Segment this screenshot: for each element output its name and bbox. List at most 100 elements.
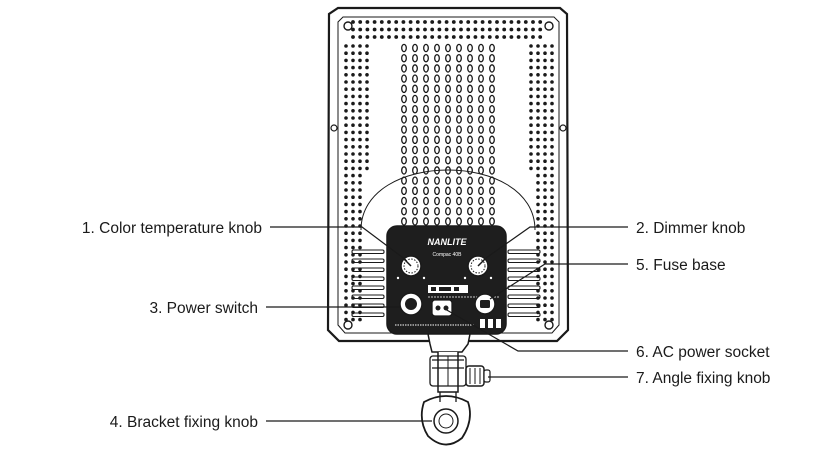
vent-hole: [358, 137, 362, 142]
vent-hole: [550, 87, 554, 91]
vent-slot: [489, 155, 495, 165]
vent-slot: [489, 104, 495, 114]
vent-hole: [344, 209, 348, 214]
vent-hole: [358, 145, 362, 149]
vent-hole: [344, 267, 348, 272]
vent-hole: [358, 209, 362, 214]
vent-hole: [387, 27, 391, 32]
vent-slot: [423, 84, 429, 94]
vent-slot: [423, 176, 429, 185]
vent-hole: [351, 137, 355, 142]
vent-hole: [358, 130, 362, 135]
side-vent-slot: [351, 267, 385, 273]
vent-hole: [550, 253, 554, 257]
vent-hole: [550, 51, 554, 55]
vent-hole: [358, 87, 362, 91]
vent-hole: [344, 231, 348, 235]
vent-hole: [408, 20, 413, 24]
vent-slot: [423, 155, 429, 165]
vent-slot: [434, 74, 440, 83]
angle-fixing-knob: [465, 365, 491, 387]
vent-slot: [489, 217, 495, 226]
vent-hole: [466, 20, 471, 24]
vent-hole: [351, 65, 355, 70]
leader-line-1: [270, 226, 407, 261]
label-dimmer-knob: 2. Dimmer knob: [636, 220, 745, 237]
label-color-temperature-knob: 1. Color temperature knob: [82, 220, 262, 237]
vent-slot: [401, 155, 407, 165]
vent-hole: [344, 274, 348, 279]
vent-slot: [412, 145, 418, 155]
vent-slot: [478, 135, 484, 145]
vent-slot: [478, 64, 484, 73]
vent-hole: [543, 130, 547, 135]
vent-hole: [358, 281, 362, 286]
vent-slot: [489, 74, 495, 83]
vent-hole: [523, 27, 528, 32]
vent-slot: [434, 84, 440, 94]
vent-slot: [456, 176, 462, 185]
vent-hole: [344, 73, 348, 77]
vent-hole: [536, 209, 540, 214]
vent-hole: [473, 20, 478, 24]
vent-hole: [550, 80, 554, 84]
vent-hole: [344, 123, 348, 127]
vent-slot: [423, 186, 429, 196]
vent-slot: [434, 125, 440, 134]
corner-screw: [544, 21, 554, 31]
vent-hole: [550, 73, 554, 77]
vent-hole: [408, 35, 413, 39]
vent-hole: [543, 109, 547, 113]
vent-hole: [536, 101, 540, 106]
vent-slot: [412, 206, 418, 216]
bracket-fixing-knob: [420, 392, 471, 446]
vent-hole: [351, 35, 355, 39]
vent-hole: [550, 281, 554, 286]
vent-hole: [543, 267, 547, 272]
vent-hole: [543, 51, 547, 55]
vent-hole: [358, 245, 362, 250]
vent-hole: [536, 281, 540, 286]
vent-hole: [543, 188, 547, 192]
vent-hole: [543, 80, 547, 84]
corner-screw: [343, 21, 353, 31]
vent-hole: [451, 20, 456, 24]
vent-hole: [344, 181, 348, 185]
vent-hole: [365, 94, 369, 99]
vent-slot: [445, 74, 451, 83]
vent-slot: [478, 145, 484, 155]
vent-hole: [536, 44, 540, 48]
vent-hole: [550, 94, 554, 99]
vent-slot: [401, 43, 407, 53]
vent-hole: [358, 80, 362, 84]
vent-hole: [344, 238, 348, 243]
vent-hole: [365, 137, 369, 142]
vent-slot: [434, 217, 440, 226]
vent-hole: [372, 27, 377, 32]
vent-slot: [401, 64, 407, 73]
vent-hole: [344, 173, 348, 178]
vent-hole: [487, 27, 492, 32]
vent-hole: [516, 27, 521, 32]
vent-hole: [344, 159, 348, 163]
vent-hole: [543, 289, 547, 293]
vent-hole: [344, 87, 348, 91]
vent-hole: [538, 27, 543, 32]
vent-hole: [365, 27, 370, 32]
vent-hole: [550, 317, 554, 322]
vent-slot: [456, 186, 462, 196]
vent-hole: [550, 65, 554, 70]
vent-hole: [543, 145, 547, 149]
vent-hole: [394, 20, 399, 24]
vent-slot: [423, 135, 429, 145]
vent-hole: [358, 317, 362, 322]
vent-slot: [489, 43, 495, 53]
vent-slot: [467, 104, 473, 114]
vent-hole: [536, 145, 540, 149]
vent-hole: [543, 87, 547, 91]
vent-hole: [437, 27, 442, 32]
vent-slot: [445, 155, 451, 165]
vent-slot: [434, 94, 440, 104]
leader-line-6: [444, 308, 628, 352]
vent-slot: [456, 206, 462, 216]
